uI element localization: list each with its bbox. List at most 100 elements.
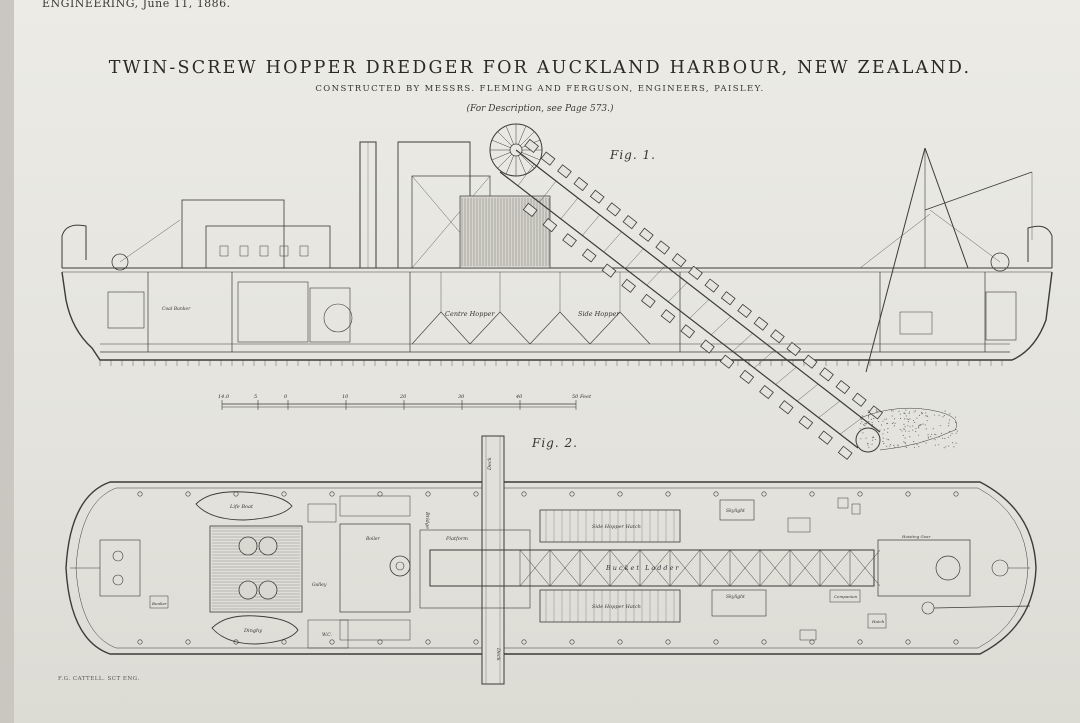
seabed-dot	[908, 411, 910, 413]
plate-subtitle: CONSTRUCTED BY MESSRS. FLEMING AND FERGU…	[315, 84, 765, 94]
spoke	[505, 125, 514, 145]
scale-label: 50 Feet	[572, 394, 592, 400]
seabed-dot	[940, 432, 942, 434]
seabed-dot	[867, 415, 870, 417]
engine-room-plan	[209, 525, 303, 613]
seabed-dot	[887, 439, 889, 441]
bollard	[617, 491, 623, 497]
bucket	[739, 369, 755, 384]
seabed-dot	[913, 447, 916, 449]
seabed-dot	[928, 437, 930, 439]
seabed-dot	[868, 447, 870, 449]
seabed-dot	[950, 435, 952, 437]
hoisting-gear-label: Hoisting Gear	[901, 534, 931, 539]
window	[279, 245, 289, 257]
seabed-dot	[860, 423, 862, 425]
seabed-dot	[871, 421, 873, 423]
hull-outline	[61, 271, 1053, 361]
aft-deckhouse	[181, 199, 285, 269]
bucket	[557, 164, 572, 179]
seabed-dot	[876, 409, 878, 411]
seabed-dot	[943, 414, 945, 417]
spoke	[491, 152, 511, 161]
x-brace	[609, 549, 641, 587]
ladder-rung	[603, 231, 622, 253]
seabed-dot	[903, 428, 905, 430]
seabed-dot	[955, 432, 957, 434]
deck-plan	[65, 435, 1037, 685]
bucket	[540, 151, 556, 166]
spoke	[505, 155, 514, 175]
x-brace	[639, 549, 671, 587]
scale-label: 20	[399, 394, 407, 400]
bunker-label: Bunker	[151, 601, 168, 606]
seabed-dot	[861, 415, 863, 417]
deck-bottom-label: Deck	[495, 647, 501, 661]
seabed-dot	[886, 438, 888, 440]
seabed-dot	[859, 427, 861, 430]
seabed-dot	[906, 447, 908, 449]
seabed-dot	[948, 425, 950, 427]
bucket	[802, 354, 818, 369]
seabed-dot	[871, 426, 873, 428]
seabed-dot	[887, 422, 889, 424]
seabed-dot	[945, 446, 947, 448]
seabed-dot	[868, 417, 870, 419]
bollard	[665, 639, 671, 645]
seabed-dot	[873, 417, 875, 420]
seabed-dot	[876, 446, 878, 449]
seabed-dot	[905, 415, 907, 417]
bollard	[377, 639, 383, 645]
bucket	[786, 341, 802, 357]
bucket	[837, 445, 853, 460]
skylight-top-label: Skylight	[726, 508, 745, 514]
bucket	[819, 367, 834, 382]
seabed-dot	[924, 424, 926, 426]
bridge-label: Bridge	[424, 511, 430, 529]
seabed-dot	[949, 419, 951, 421]
seabed-dot	[914, 422, 916, 424]
seabed-dot	[860, 438, 862, 440]
seabed-dot	[938, 444, 940, 446]
seabed-dot	[951, 432, 953, 435]
bucket	[589, 189, 605, 204]
seabed-dot	[934, 433, 936, 435]
seabed-dot	[909, 426, 911, 428]
seabed-dot	[913, 411, 915, 413]
seabed-dot	[884, 418, 886, 420]
bollard	[905, 491, 911, 497]
bucket-ladder-label: Bucket Ladder	[605, 564, 681, 572]
companion-label: Companion	[834, 594, 857, 599]
window	[239, 245, 249, 257]
ladder-rung	[517, 163, 535, 186]
bollard	[281, 491, 287, 497]
ladder-rung	[732, 333, 753, 352]
bollard	[953, 639, 959, 645]
boiler-label: Boiler	[365, 536, 381, 542]
fig1-label: Fig. 1.	[610, 148, 656, 162]
seabed-dot	[886, 445, 888, 447]
seabed-dot	[904, 412, 906, 414]
seabed-dot	[907, 425, 909, 427]
seabed-dot	[876, 410, 878, 412]
bollard	[809, 491, 815, 497]
bollard	[473, 639, 479, 645]
seabed-dot	[918, 426, 920, 428]
galley-label: Galley	[312, 582, 327, 588]
seabed-dot	[915, 431, 917, 433]
seabed-dot	[898, 410, 900, 412]
seabed-dot	[891, 423, 893, 425]
seabed-dot	[882, 420, 884, 422]
seabed-dot	[948, 422, 950, 424]
seabed-dot	[925, 412, 927, 414]
running-head: ENGINEERING, June 11, 1886.	[42, 0, 231, 10]
bucket	[851, 392, 867, 407]
bucket	[562, 233, 577, 248]
rope	[929, 209, 1001, 263]
seabed-dot	[887, 428, 889, 430]
ladder-rung	[582, 214, 600, 236]
seabed-dot	[903, 423, 905, 425]
bollard	[761, 639, 767, 645]
hatch-label: Hatch	[871, 619, 885, 624]
